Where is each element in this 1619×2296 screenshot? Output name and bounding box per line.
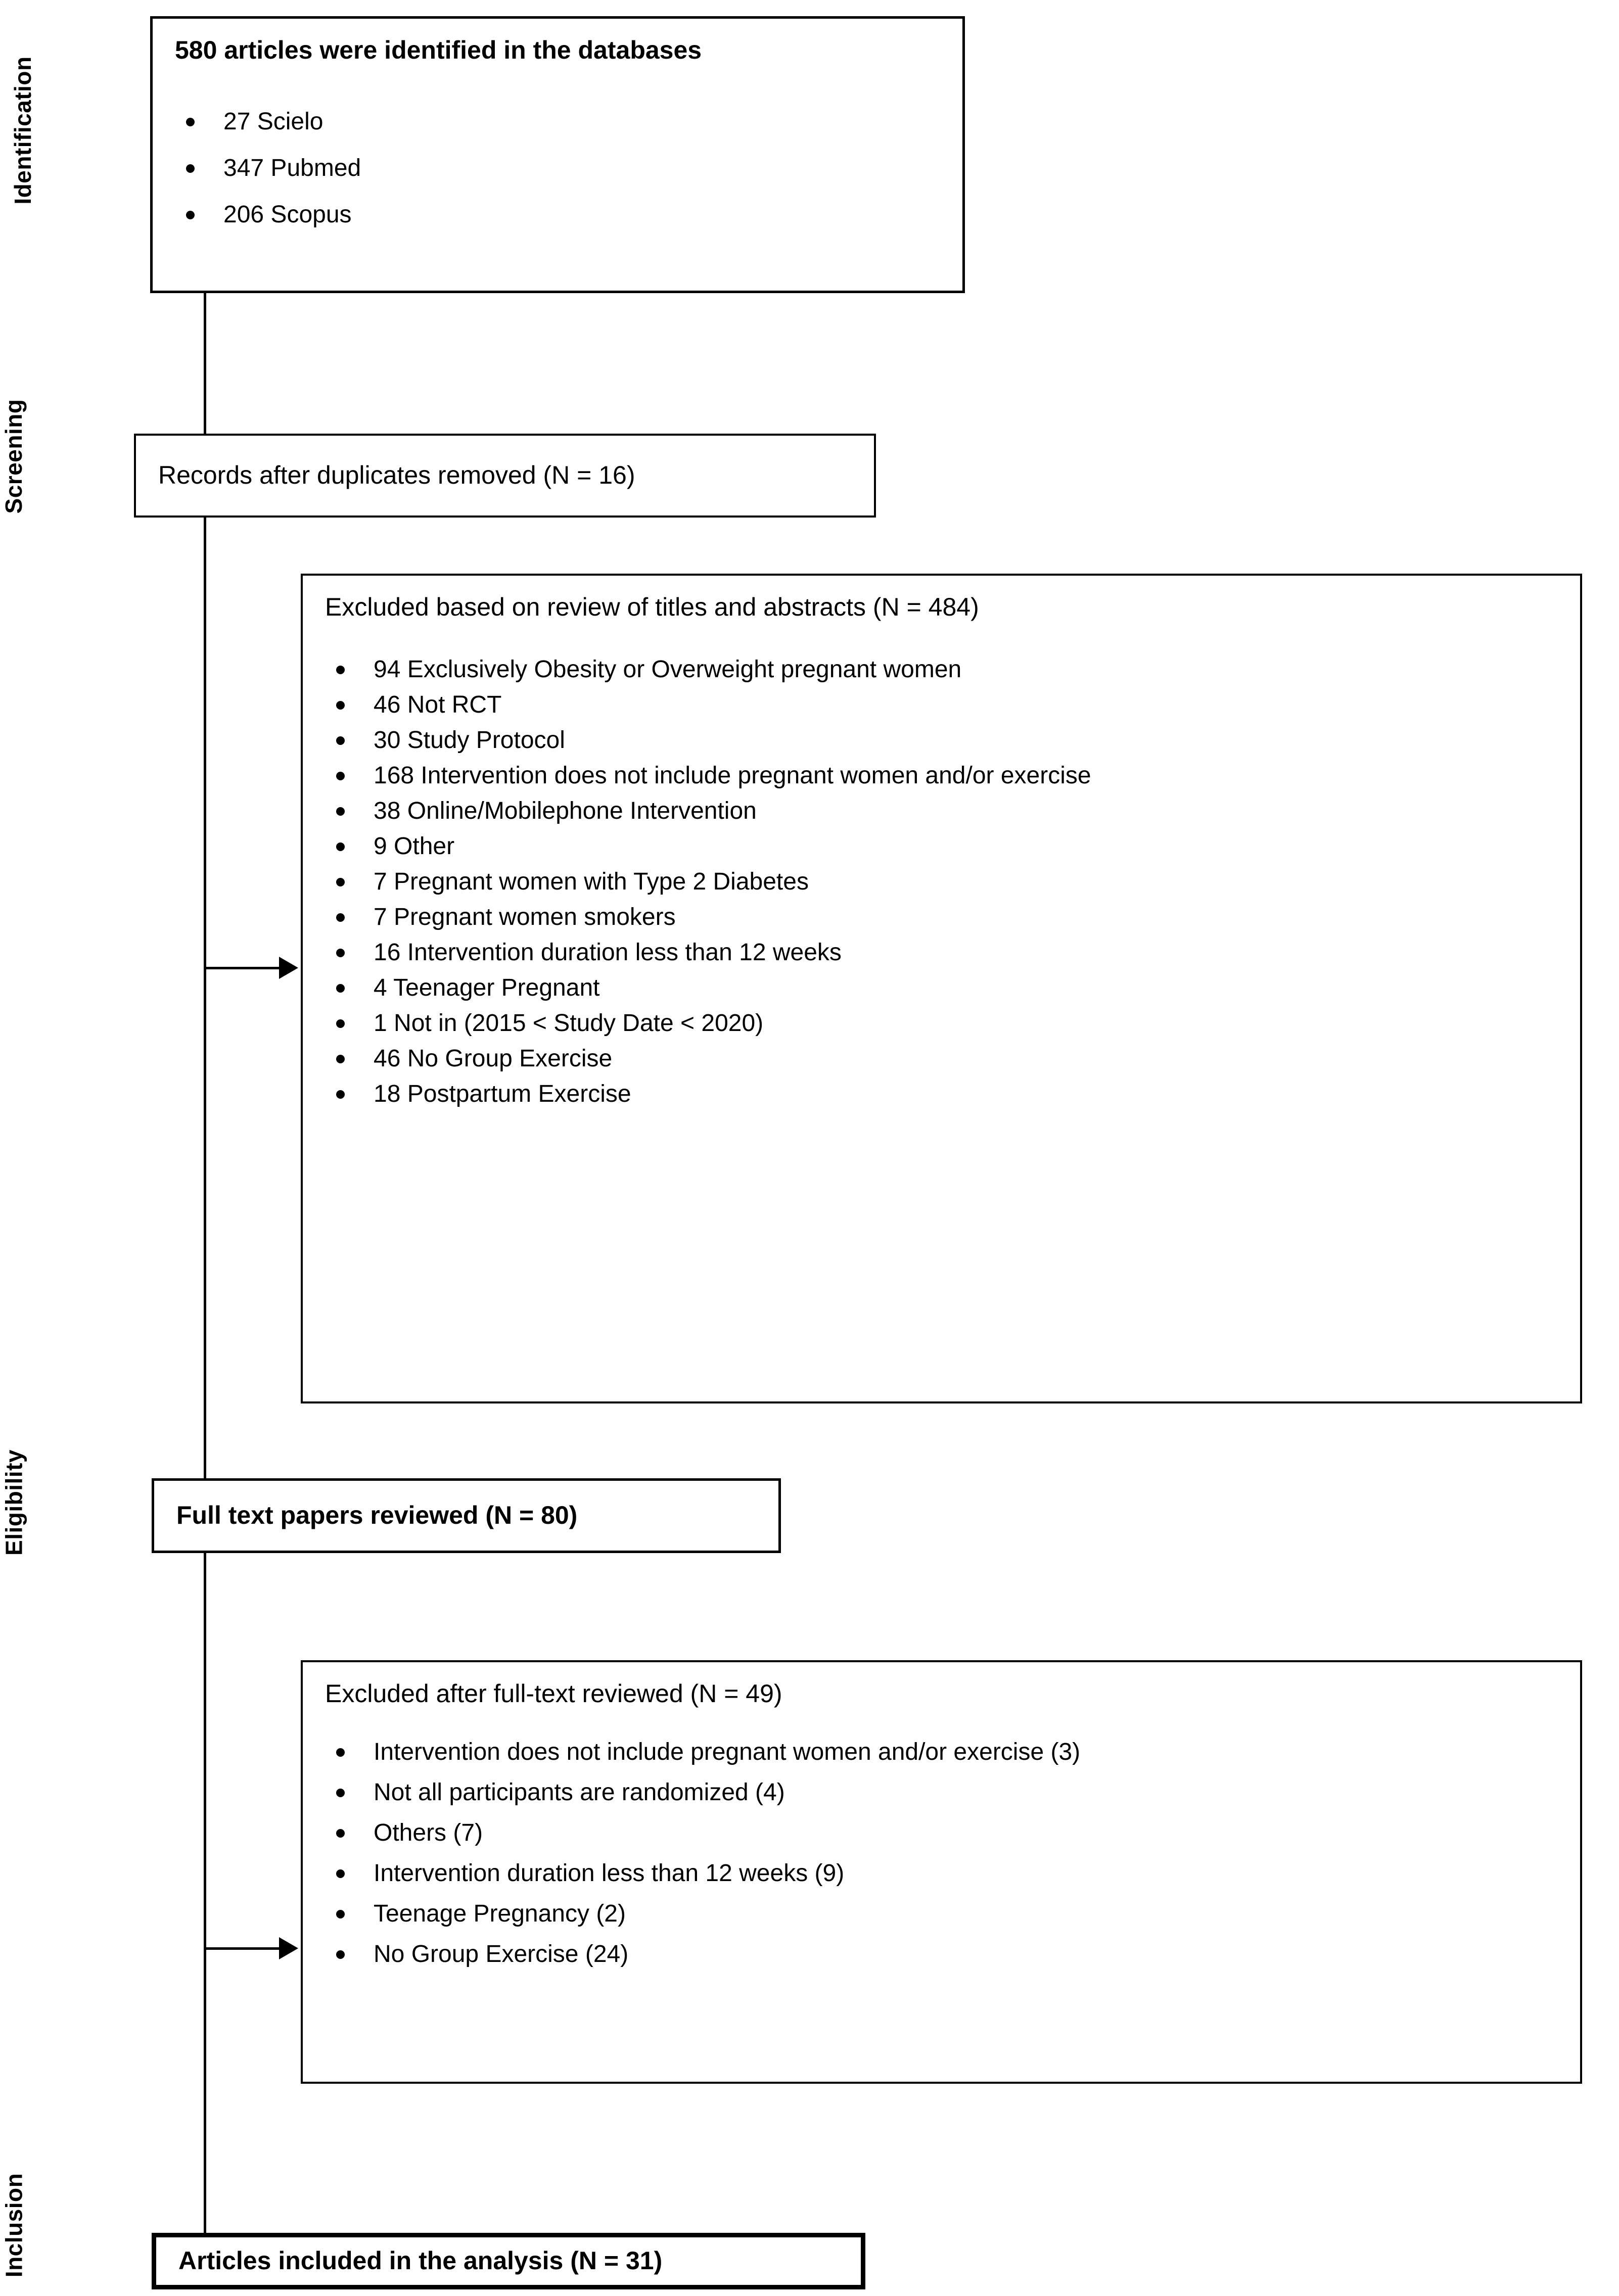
bullet-icon xyxy=(336,807,345,816)
stage-label-screening: Screening xyxy=(1,399,27,514)
list-item: Intervention does not include pregnant w… xyxy=(325,1740,1558,1764)
excluded-fulltext-bullet-list: Intervention does not include pregnant w… xyxy=(325,1740,1558,1966)
connector-fulltext-to-included xyxy=(204,1552,206,2235)
bullet-icon xyxy=(336,1788,345,1797)
records-after-duplicates-title: Records after duplicates removed (N = 16… xyxy=(158,461,635,490)
list-item: 4 Teenager Pregnant xyxy=(325,974,1558,1001)
list-item: No Group Exercise (24) xyxy=(325,1942,1558,1966)
fulltext-reviewed-box: Full text papers reviewed (N = 80) xyxy=(152,1478,781,1553)
bullet-icon xyxy=(336,1829,345,1838)
list-item: Not all participants are randomized (4) xyxy=(325,1780,1558,1805)
list-item: 7 Pregnant women smokers xyxy=(325,905,1558,929)
bullet-icon xyxy=(186,210,195,219)
excluded-titles-abstracts-bullet-list: 94 Exclusively Obesity or Overweight pre… xyxy=(325,655,1558,1106)
list-item-label: Teenage Pregnancy (2) xyxy=(374,1900,626,1927)
list-item: Intervention duration less than 12 weeks… xyxy=(325,1861,1558,1886)
connector-identification-to-records xyxy=(204,292,206,435)
bullet-icon xyxy=(336,1054,345,1063)
list-item-label: 347 Pubmed xyxy=(223,154,361,181)
list-item: 9 Other xyxy=(325,834,1558,859)
list-item: 46 Not RCT xyxy=(325,691,1558,718)
list-item-label: 1 Not in (2015 < Study Date < 2020) xyxy=(374,1009,764,1037)
list-item: Others (7) xyxy=(325,1819,1558,1846)
list-item-label: 168 Intervention does not include pregna… xyxy=(374,762,1091,789)
excluded-titles-abstracts-box: Excluded based on review of titles and a… xyxy=(301,574,1582,1403)
stage-label-identification: Identification xyxy=(10,56,36,205)
list-item-label: Others (7) xyxy=(374,1819,483,1846)
list-item: 27 Scielo xyxy=(175,108,940,135)
identification-bullet-list: 27 Scielo 347 Pubmed 206 Scopus xyxy=(175,108,940,228)
list-item: 16 Intervention duration less than 12 we… xyxy=(325,939,1558,966)
list-item-label: 30 Study Protocol xyxy=(374,726,565,754)
bullet-icon xyxy=(336,665,345,674)
list-item: 347 Pubmed xyxy=(175,156,940,180)
bullet-icon xyxy=(336,983,345,993)
list-item-label: 46 No Group Exercise xyxy=(374,1045,613,1072)
bullet-icon xyxy=(336,948,345,957)
identification-box: 580 articles were identified in the data… xyxy=(150,16,965,293)
list-item-label: 94 Exclusively Obesity or Overweight pre… xyxy=(374,655,962,683)
articles-included-title: Articles included in the analysis (N = 3… xyxy=(178,2246,663,2275)
list-item: 1 Not in (2015 < Study Date < 2020) xyxy=(325,1011,1558,1036)
bullet-icon xyxy=(336,1950,345,1959)
bullet-icon xyxy=(336,1090,345,1099)
list-item-label: 4 Teenager Pregnant xyxy=(374,974,600,1001)
connector-records-to-fulltext xyxy=(204,517,206,1480)
list-item-label: Not all participants are randomized (4) xyxy=(374,1778,785,1806)
list-item: 38 Online/Mobilephone Intervention xyxy=(325,799,1558,823)
arrow-line-to-excluded-titles-abstracts xyxy=(204,967,282,969)
list-item-label: Intervention does not include pregnant w… xyxy=(374,1738,1081,1765)
list-item: Teenage Pregnancy (2) xyxy=(325,1900,1558,1927)
list-item: 7 Pregnant women with Type 2 Diabetes xyxy=(325,868,1558,895)
arrow-line-to-excluded-fulltext xyxy=(204,1947,282,1950)
arrowhead-to-excluded-fulltext xyxy=(279,1937,298,1959)
list-item: 46 No Group Exercise xyxy=(325,1045,1558,1072)
fulltext-reviewed-title: Full text papers reviewed (N = 80) xyxy=(176,1501,578,1530)
bullet-icon xyxy=(336,913,345,922)
list-item-label: Intervention duration less than 12 weeks… xyxy=(374,1859,845,1887)
bullet-icon xyxy=(336,877,345,886)
list-item: 168 Intervention does not include pregna… xyxy=(325,762,1558,789)
records-after-duplicates-box: Records after duplicates removed (N = 16… xyxy=(134,434,876,518)
list-item-label: 38 Online/Mobilephone Intervention xyxy=(374,797,757,824)
bullet-icon xyxy=(336,842,345,851)
articles-included-box: Articles included in the analysis (N = 3… xyxy=(152,2233,865,2289)
excluded-fulltext-title: Excluded after full-text reviewed (N = 4… xyxy=(325,1679,782,1708)
bullet-icon xyxy=(336,1019,345,1028)
list-item: 18 Postpartum Exercise xyxy=(325,1082,1558,1106)
bullet-icon xyxy=(336,736,345,745)
list-item-label: No Group Exercise (24) xyxy=(374,1940,629,1967)
excluded-fulltext-box: Excluded after full-text reviewed (N = 4… xyxy=(301,1660,1582,2084)
bullet-icon xyxy=(336,771,345,780)
bullet-icon xyxy=(336,1909,345,1918)
list-item-label: 9 Other xyxy=(374,832,455,860)
bullet-icon xyxy=(336,1748,345,1757)
excluded-titles-abstracts-title: Excluded based on review of titles and a… xyxy=(325,593,979,621)
list-item-label: 7 Pregnant women smokers xyxy=(374,903,676,930)
arrowhead-to-excluded-titles-abstracts xyxy=(279,957,298,979)
list-item-label: 18 Postpartum Exercise xyxy=(374,1080,631,1107)
bullet-icon xyxy=(336,1869,345,1878)
bullet-icon xyxy=(186,164,195,173)
list-item-label: 46 Not RCT xyxy=(374,691,502,718)
list-item-label: 27 Scielo xyxy=(223,108,323,135)
stage-label-inclusion: Inclusion xyxy=(1,2173,27,2278)
list-item: 30 Study Protocol xyxy=(325,728,1558,753)
bullet-icon xyxy=(186,117,195,126)
list-item: 94 Exclusively Obesity or Overweight pre… xyxy=(325,655,1558,683)
list-item-label: 16 Intervention duration less than 12 we… xyxy=(374,939,842,966)
list-item-label: 7 Pregnant women with Type 2 Diabetes xyxy=(374,868,809,895)
bullet-icon xyxy=(336,700,345,710)
list-item-label: 206 Scopus xyxy=(223,201,352,228)
stage-label-eligibility: Eligibility xyxy=(1,1449,27,1556)
list-item: 206 Scopus xyxy=(175,201,940,228)
identification-box-title: 580 articles were identified in the data… xyxy=(175,36,702,64)
